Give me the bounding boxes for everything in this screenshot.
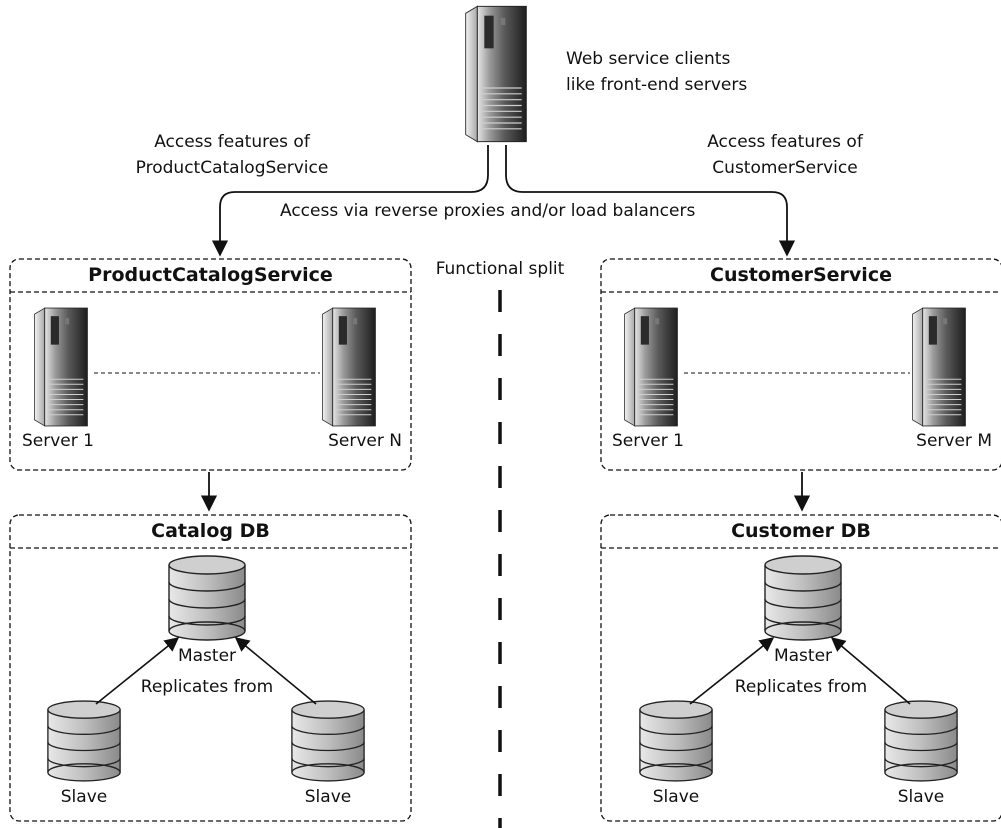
left-access-label-line1: Access features of	[154, 132, 310, 152]
client-server-icon	[465, 5, 527, 143]
product-catalog-service-box	[9, 258, 412, 471]
customer-db-title: Customer DB	[731, 520, 871, 542]
slave-left-label: Slave	[652, 787, 700, 807]
slave-database-icon	[639, 700, 713, 782]
master-database-icon	[764, 555, 842, 641]
slave-right-label: Slave	[897, 787, 945, 807]
master-database-icon	[168, 555, 246, 641]
server-last-label: Server N	[328, 431, 402, 451]
server-last-label: Server M	[916, 431, 992, 451]
slave-database-icon	[884, 700, 958, 782]
slave-database-icon	[47, 700, 121, 782]
clients-label-line2: like front-end servers	[566, 75, 748, 95]
customer-service-title: CustomerService	[710, 264, 892, 286]
left-access-label-line2: ProductCatalogService	[135, 158, 329, 178]
catalog-db-box	[9, 514, 412, 822]
customer-db-box	[600, 514, 1001, 822]
left-access-connector	[211, 145, 489, 257]
proxy-note: Access via reverse proxies and/or load b…	[280, 201, 696, 221]
slave-right-label: Slave	[304, 787, 352, 807]
replication-arrow	[95, 637, 180, 705]
replicates-label: Replicates from	[734, 677, 868, 697]
replication-arrow	[689, 637, 775, 705]
customer-service-box	[600, 258, 1001, 471]
slave-database-icon	[291, 700, 365, 782]
functional-split-label: Functional split	[435, 259, 565, 279]
server-first-label: Server 1	[612, 431, 684, 451]
server-icon	[322, 307, 376, 427]
right-access-connector	[505, 145, 796, 257]
master-label: Master	[773, 646, 833, 666]
catalog-db-title: Catalog DB	[151, 520, 270, 542]
replication-arrow	[234, 637, 317, 705]
slave-left-label: Slave	[60, 787, 108, 807]
replicates-label: Replicates from	[140, 677, 274, 697]
replication-arrow	[830, 637, 911, 705]
clients-label-line1: Web service clients	[566, 49, 731, 69]
master-label: Master	[177, 646, 237, 666]
server-icon	[624, 307, 678, 427]
right-access-label-line2: CustomerService	[712, 158, 858, 178]
server-icon	[34, 307, 88, 427]
server-first-label: Server 1	[22, 431, 94, 451]
product-catalog-service-title: ProductCatalogService	[88, 264, 333, 286]
server-icon	[912, 307, 966, 427]
right-access-label-line1: Access features of	[707, 132, 863, 152]
